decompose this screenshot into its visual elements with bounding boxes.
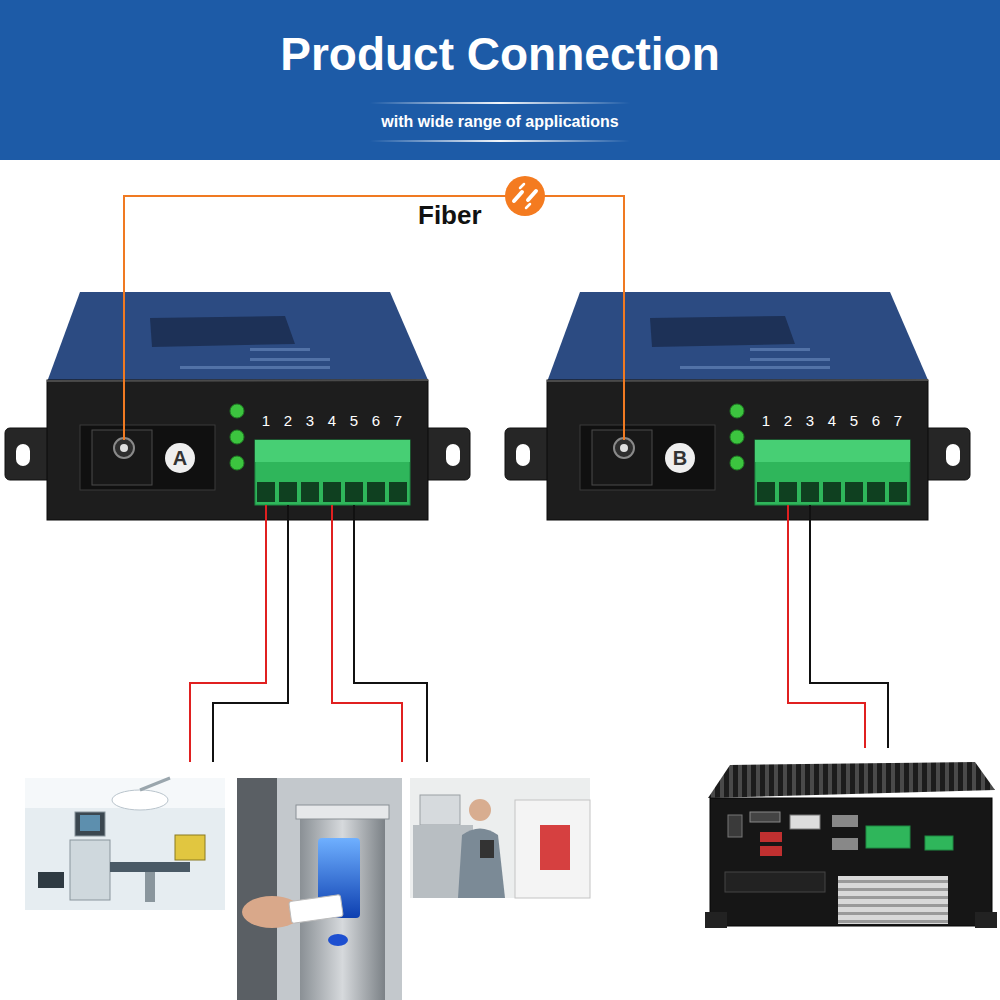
converter-panel: A	[47, 382, 428, 520]
link-icon-mark	[514, 191, 536, 201]
dvi-port	[790, 815, 820, 829]
fiber-lead	[123, 382, 125, 440]
equipment-cart	[70, 840, 110, 900]
device-box	[175, 835, 205, 860]
black-wire	[354, 505, 427, 762]
table-stand	[145, 872, 155, 902]
terminal-number: 7	[386, 412, 410, 430]
turnstile-photo	[237, 778, 402, 1000]
usb-port	[760, 846, 782, 856]
terminal-number: 2	[276, 412, 300, 430]
header-rule	[370, 102, 630, 104]
operating-table	[110, 862, 190, 872]
monitor-screen	[80, 815, 100, 831]
terminal-number: 6	[864, 412, 888, 430]
link-icon	[505, 176, 545, 216]
converter-panel: B	[547, 382, 928, 520]
monitor	[75, 812, 105, 836]
mount-foot	[705, 912, 727, 928]
converter-a	[5, 292, 470, 520]
signal-wires	[190, 505, 888, 762]
surgical-lamp	[112, 790, 168, 810]
terminal-number: 4	[320, 412, 344, 430]
terminal-number: 1	[254, 412, 278, 430]
tablet	[480, 840, 494, 858]
terminal-number: 1	[754, 412, 778, 430]
converter-b	[505, 292, 970, 520]
photo-background	[25, 778, 225, 910]
worker-head	[469, 799, 491, 821]
access-card	[289, 894, 344, 923]
machine-head	[540, 825, 570, 870]
reader-logo	[328, 934, 348, 946]
terminal-number: 7	[886, 412, 910, 430]
terminal-block	[866, 826, 910, 848]
serial-port	[832, 838, 858, 850]
terminal-number: 2	[776, 412, 800, 430]
pc-front	[710, 798, 992, 926]
header-band	[0, 0, 1000, 160]
bay-cover	[725, 872, 825, 892]
machine	[515, 800, 590, 898]
terminal-number: 6	[364, 412, 388, 430]
header-rule	[370, 140, 630, 142]
industrial-pc	[705, 762, 997, 928]
serial-port	[832, 815, 858, 827]
terminal-number: 5	[842, 412, 866, 430]
expansion-slots	[838, 876, 948, 924]
laptop	[38, 872, 64, 888]
photo-background	[237, 778, 402, 1000]
fiber-cable	[124, 196, 624, 382]
gate-panel	[237, 778, 277, 1000]
lamp-arm	[140, 778, 170, 790]
red-wire	[332, 505, 402, 762]
port-letter: B	[668, 446, 692, 470]
black-wire	[213, 505, 288, 762]
terminal-number: 5	[342, 412, 366, 430]
photo-background	[410, 778, 590, 898]
heat-sink	[708, 762, 995, 798]
page-title: Product Connection	[0, 26, 1000, 82]
factory-photo	[410, 778, 590, 898]
worker-body	[458, 829, 505, 899]
terminal-number: 3	[298, 412, 322, 430]
lan-port	[750, 812, 780, 822]
screen	[420, 795, 460, 825]
power-terminal	[925, 836, 953, 850]
link-icon-spark	[520, 184, 530, 208]
mount-foot	[975, 912, 997, 928]
red-wire	[190, 505, 266, 762]
usb-port	[760, 832, 782, 842]
subtitle: with wide range of applications	[0, 110, 1000, 134]
black-wire	[810, 505, 888, 748]
terminal-number: 3	[798, 412, 822, 430]
port-letter: A	[168, 446, 192, 470]
medical-photo	[25, 778, 225, 910]
usb-port	[728, 815, 742, 837]
terminal-number: 4	[820, 412, 844, 430]
cable-label: Fiber	[418, 199, 482, 231]
fiber-lead	[623, 382, 625, 440]
pillar-cap	[296, 805, 389, 819]
red-wire	[788, 505, 865, 748]
